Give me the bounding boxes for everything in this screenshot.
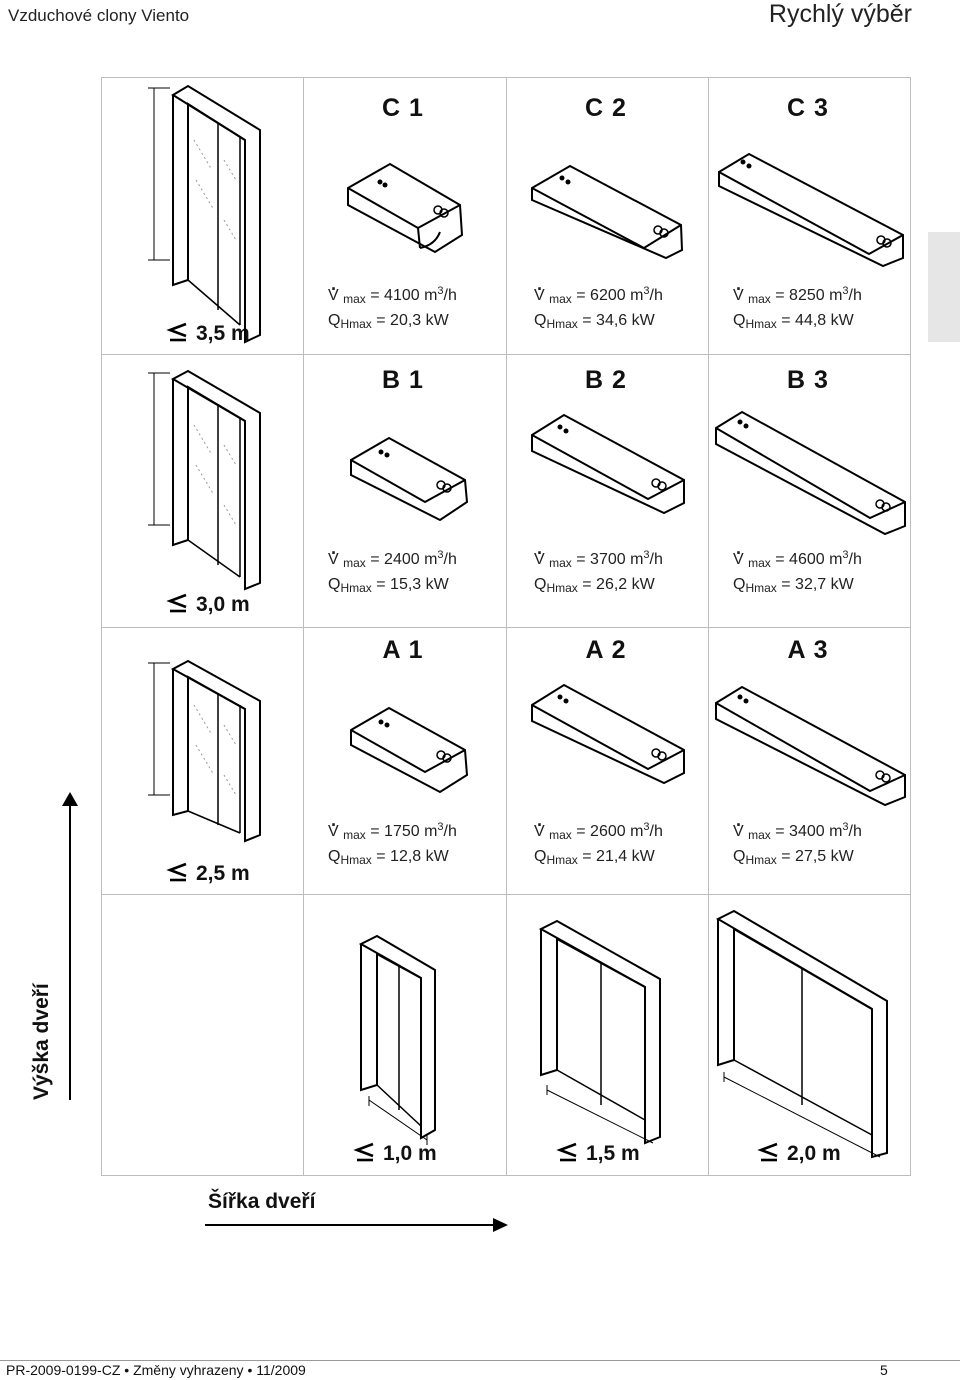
flow-value: 2600 xyxy=(590,823,626,840)
grid-divider xyxy=(303,78,304,1175)
flow-value: 1750 xyxy=(384,823,420,840)
width-label-20: 2,0 m xyxy=(757,1142,841,1166)
footer-rule xyxy=(0,1360,960,1380)
grid-divider xyxy=(102,894,910,895)
height-label-35: 3,5 m xyxy=(166,322,250,346)
door-height-axis-title: Výška dveří xyxy=(30,983,53,1100)
grid-divider xyxy=(102,354,910,355)
air-curtain-b2-icon xyxy=(531,413,685,515)
flow-value: 8250 xyxy=(789,287,825,304)
air-curtain-a1-icon xyxy=(350,706,469,794)
model-code-c2: C 2 xyxy=(585,94,627,122)
heat-value: 26,2 kW xyxy=(596,576,655,593)
less-equal-icon xyxy=(556,1142,578,1162)
spec-c3: V max = 8250 m3/h QHmax = 44,8 kW xyxy=(733,274,862,339)
height-axis-arrow-icon xyxy=(62,792,78,1100)
model-code-c1: C 1 xyxy=(382,94,424,122)
heat-value: 20,3 kW xyxy=(390,312,449,329)
document-title: Vzduchové clony Viento xyxy=(8,6,190,25)
side-tab-marker xyxy=(928,232,960,342)
model-code-b1: B 1 xyxy=(382,366,424,394)
width-axis-arrow-icon xyxy=(205,1218,508,1232)
air-curtain-b1-icon xyxy=(350,436,469,522)
air-curtain-c3-icon xyxy=(718,152,904,268)
door-width-10-icon xyxy=(358,934,436,1145)
spec-b3: V max = 4600 m3/h QHmax = 32,7 kW xyxy=(733,538,862,603)
height-label-25: 2,5 m xyxy=(166,862,250,886)
page-number: 5 xyxy=(880,1362,888,1378)
flow-value: 4600 xyxy=(789,551,825,568)
spec-b2: V max = 3700 m3/h QHmax = 26,2 kW xyxy=(534,538,663,603)
width-label-15: 1,5 m xyxy=(556,1142,640,1166)
grid-divider xyxy=(708,78,709,1175)
air-curtain-b3-icon xyxy=(715,410,906,536)
model-code-a2: A 2 xyxy=(585,636,627,664)
flow-value: 3700 xyxy=(590,551,626,568)
air-curtain-a2-icon xyxy=(531,683,685,785)
model-code-b2: B 2 xyxy=(585,366,627,394)
model-code-b3: B 3 xyxy=(787,366,829,394)
model-code-a1: A 1 xyxy=(382,636,424,664)
door-width-axis-title: Šířka dveří xyxy=(208,1190,316,1213)
spec-c2: V max = 6200 m3/h QHmax = 34,6 kW xyxy=(534,274,663,339)
grid-divider xyxy=(101,1175,911,1176)
heat-value: 34,6 kW xyxy=(596,312,655,329)
less-equal-icon xyxy=(166,322,188,342)
heat-value: 44,8 kW xyxy=(795,312,854,329)
door-35-icon xyxy=(148,84,261,344)
less-equal-icon xyxy=(353,1142,375,1162)
air-curtain-a3-icon xyxy=(715,685,906,807)
heat-value: 21,4 kW xyxy=(596,848,655,865)
less-equal-icon xyxy=(166,593,188,613)
air-curtain-c1-icon xyxy=(347,162,464,254)
spec-a1: V max = 1750 m3/h QHmax = 12,8 kW xyxy=(328,810,457,875)
heat-value: 27,5 kW xyxy=(795,848,854,865)
spec-c1: V max = 4100 m3/h QHmax = 20,3 kW xyxy=(328,274,457,339)
grid-divider xyxy=(910,77,911,1175)
spec-a3: V max = 3400 m3/h QHmax = 27,5 kW xyxy=(733,810,862,875)
heat-value: 32,7 kW xyxy=(795,576,854,593)
spec-b1: V max = 2400 m3/h QHmax = 15,3 kW xyxy=(328,538,457,603)
width-label-10: 1,0 m xyxy=(353,1142,437,1166)
grid-divider xyxy=(102,627,910,628)
heat-value: 15,3 kW xyxy=(390,576,449,593)
heat-value: 12,8 kW xyxy=(390,848,449,865)
grid-divider xyxy=(506,78,507,1175)
flow-value: 3400 xyxy=(789,823,825,840)
flow-value: 4100 xyxy=(384,287,420,304)
less-equal-icon xyxy=(166,862,188,882)
flow-value: 6200 xyxy=(590,287,626,304)
height-label-30: 3,0 m xyxy=(166,593,250,617)
model-code-a3: A 3 xyxy=(787,636,829,664)
air-curtain-c2-icon xyxy=(531,164,684,260)
model-code-c3: C 3 xyxy=(787,94,829,122)
flow-value: 2400 xyxy=(384,551,420,568)
door-width-20-icon xyxy=(715,909,888,1159)
section-title: Rychlý výběr xyxy=(768,0,912,28)
selection-table xyxy=(101,77,910,1175)
footer-text: PR-2009-0199-CZ • Změny vyhrazeny • 11/2… xyxy=(6,1362,306,1378)
door-25-icon xyxy=(148,659,261,843)
door-width-15-icon xyxy=(538,919,661,1145)
door-30-icon xyxy=(148,369,261,591)
spec-a2: V max = 2600 m3/h QHmax = 21,4 kW xyxy=(534,810,663,875)
less-equal-icon xyxy=(757,1142,779,1162)
